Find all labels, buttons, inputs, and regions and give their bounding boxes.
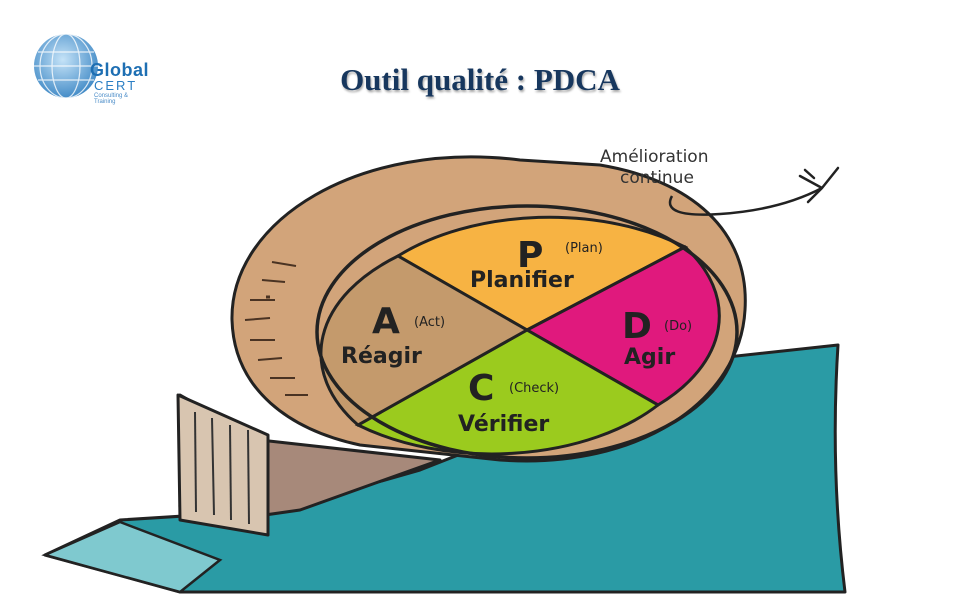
ramp-shadow	[41, 520, 223, 594]
check-code: (Check)	[509, 381, 559, 396]
improvement-arrow	[668, 186, 823, 216]
do-word: Agir	[624, 345, 675, 370]
segment-plan	[395, 215, 689, 332]
plan-word: Planifier	[470, 268, 574, 293]
segment-check	[354, 328, 661, 456]
act-letter: A	[372, 301, 400, 342]
check-word: Vérifier	[458, 412, 549, 437]
pdca-wheel	[315, 204, 739, 460]
logo-line3: Consulting & Training	[94, 93, 129, 105]
logo-text: Global CERT Consulting & Training	[90, 61, 150, 105]
arrow-head	[798, 166, 840, 204]
globe-icon	[34, 33, 98, 99]
segment-act	[319, 254, 531, 427]
logo-line2: CERT	[94, 78, 138, 93]
rim-texture	[244, 261, 308, 396]
page-title: Outil qualité : PDCA	[340, 62, 620, 97]
segment-do	[523, 245, 721, 407]
plan-code: (Plan)	[565, 241, 603, 256]
annotation-line1: Amélioration	[600, 147, 708, 167]
do-code: (Do)	[664, 319, 692, 334]
wedge-lines	[194, 411, 250, 525]
annotation-line2: continue	[620, 168, 694, 188]
act-code: (Act)	[414, 315, 445, 330]
check-letter: C	[468, 368, 494, 409]
plan-letter: P	[517, 235, 543, 276]
globalcert-logo: Global CERT Consulting & Training	[30, 26, 150, 106]
logo-line1: Global	[90, 60, 150, 80]
do-letter: D	[622, 306, 652, 347]
wedge-front	[176, 393, 270, 537]
act-word: Réagir	[341, 344, 422, 369]
